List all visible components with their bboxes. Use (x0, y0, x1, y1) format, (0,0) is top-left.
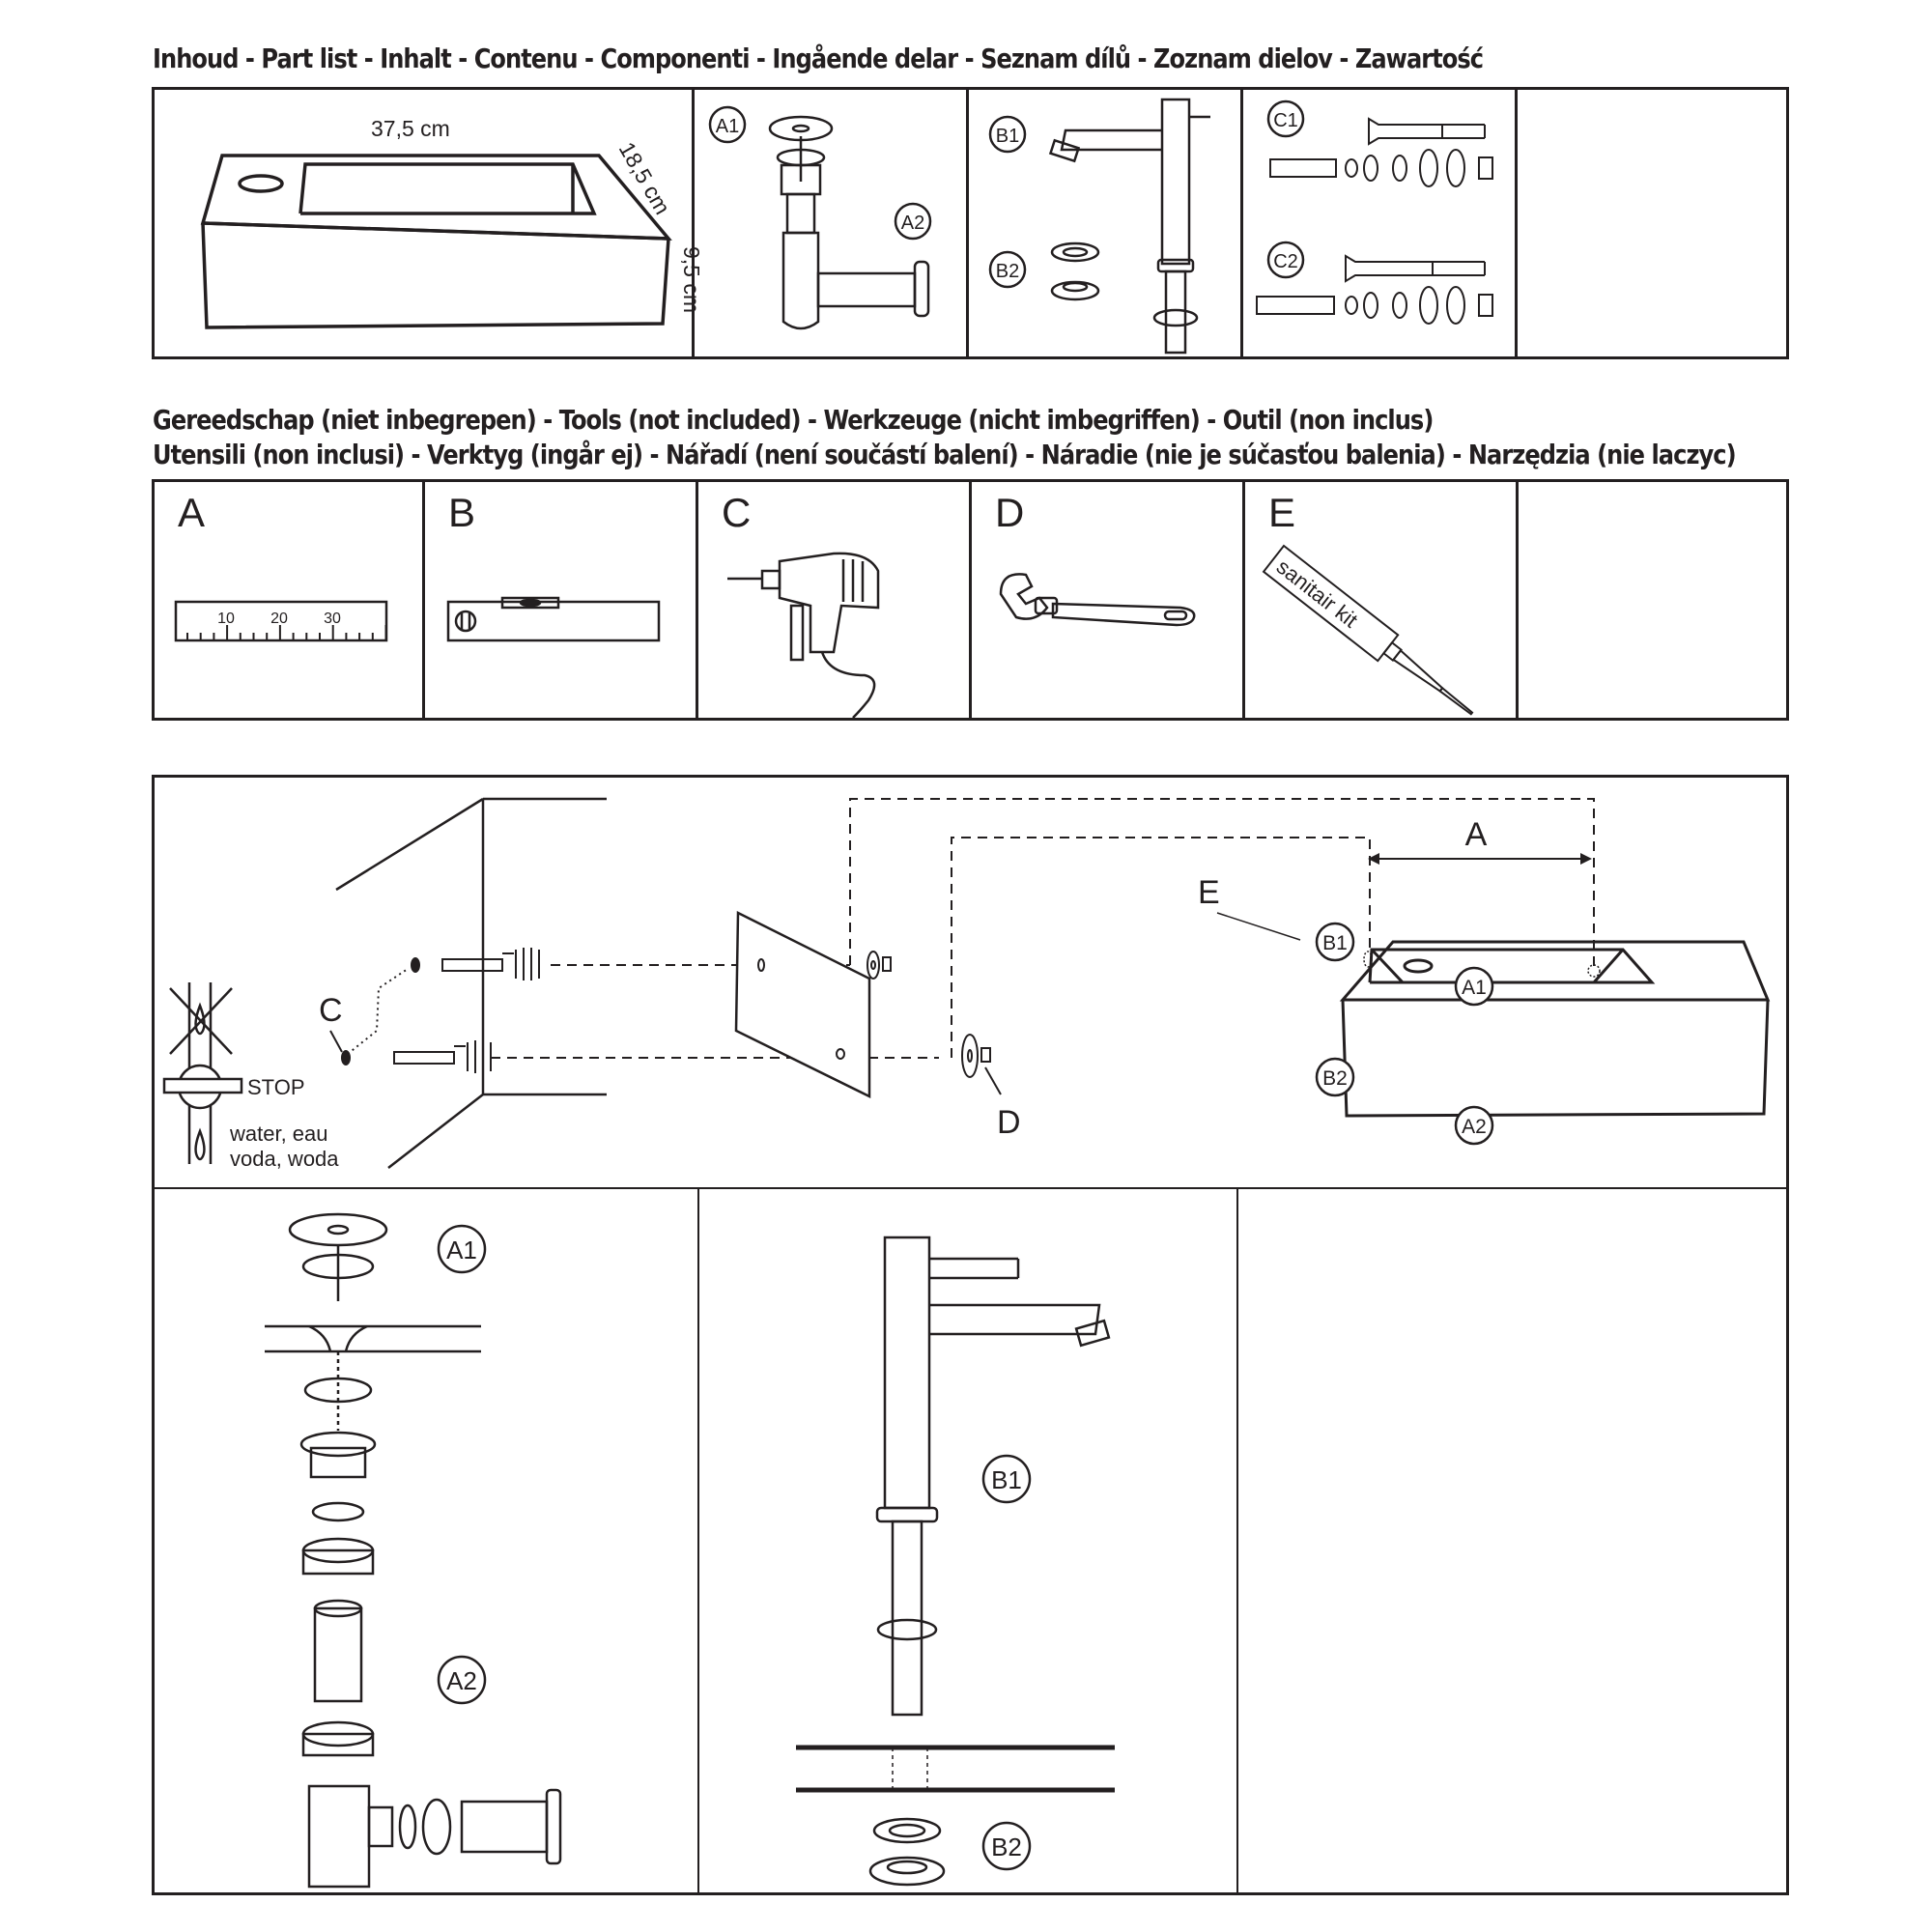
tag-drain-A2: A2 (437, 1655, 487, 1705)
tools-heading-line2: Utensili (non inclusi) - Verktyg (ingår … (153, 439, 1737, 470)
tool-cell-a: A 10 20 30 (155, 482, 425, 718)
tap-assembly-exploded: B1 B2 (796, 1236, 1115, 1887)
sealant-label: sanitair kit (1272, 554, 1362, 633)
basin-icon: 37,5 cm 18,5 cm 9,5 cm (200, 116, 704, 329)
tag-B2: B2 (988, 250, 1027, 289)
tag-tap-B2: B2 (981, 1821, 1032, 1871)
basin-depth-label: 18,5 cm (614, 138, 675, 219)
mounting-panel (734, 910, 871, 1099)
sealant-cartridge-icon: sanitair kit (1262, 544, 1474, 716)
ruler-tick-10: 10 (217, 611, 235, 627)
tools-heading-line1: Gereedschap (niet inbegrepen) - Tools (n… (153, 404, 1434, 436)
water-label-line1: water, eau (229, 1122, 328, 1146)
fixing-set-2 (1256, 254, 1493, 325)
tool-cell-e: E sanitair kit (1245, 482, 1519, 718)
alignment-dashed-lines (491, 798, 1595, 1059)
tape-measure-icon: 10 20 30 (174, 600, 388, 642)
wall-corner (335, 797, 607, 1169)
wall-bolts (393, 948, 540, 1073)
part-cell-drain: A1 A2 (695, 90, 969, 356)
svg-text:B2: B2 (996, 261, 1019, 282)
wall-fixings-icon: C1 C2 (1256, 99, 1493, 325)
svg-text:B2: B2 (1322, 1067, 1348, 1090)
divider-vertical-1 (697, 1187, 699, 1892)
tool-letter-e: E (1268, 490, 1296, 535)
adjustable-wrench-icon (999, 573, 1196, 627)
tap-faucet-icon: B1 B2 (988, 98, 1210, 355)
tool-cell-empty (1519, 482, 1786, 718)
divider-horizontal (155, 1187, 1786, 1189)
tool-cell-d: D (972, 482, 1245, 718)
drain-waste-trap-icon: A1 A2 (708, 105, 932, 330)
svg-text:A2: A2 (1462, 1116, 1487, 1138)
water-label-line2: voda, woda (230, 1147, 339, 1171)
part-cell-basin: 37,5 cm 18,5 cm 9,5 cm (155, 90, 704, 356)
mounted-basin-icon (1339, 940, 1771, 1118)
svg-text:C1: C1 (1273, 110, 1298, 131)
svg-text:C2: C2 (1273, 251, 1298, 272)
tag-A1: A1 (708, 105, 747, 144)
svg-text:A2: A2 (446, 1666, 477, 1695)
tag-C1: C1 (1266, 99, 1305, 138)
wall-mounting-overview: STOP water, eau voda, woda C (162, 797, 1771, 1171)
drill-icon (727, 552, 880, 719)
tag-C2: C2 (1266, 241, 1305, 279)
tool-cell-b: B (425, 482, 698, 718)
tag-basin-A1: A1 (1454, 966, 1494, 1007)
tag-A2: A2 (894, 202, 932, 241)
tools-table: A 10 20 30 B C (152, 479, 1789, 721)
label-c: C (319, 992, 343, 1029)
tag-drain-A1: A1 (437, 1224, 487, 1274)
svg-text:B1: B1 (1322, 932, 1348, 954)
tool-letter-d: D (995, 490, 1025, 535)
divider-vertical-2 (1236, 1187, 1238, 1892)
basin-width-label: 37,5 cm (371, 116, 450, 141)
tag-B1: B1 (988, 115, 1027, 154)
svg-text:A1: A1 (1462, 977, 1487, 999)
svg-text:A1: A1 (446, 1236, 477, 1264)
basin-height-label: 9,5 cm (679, 246, 704, 313)
label-e: E (1198, 874, 1220, 911)
svg-text:A1: A1 (716, 116, 739, 137)
tool-letter-c: C (722, 490, 752, 535)
installation-diagram-box: STOP water, eau voda, woda C (152, 775, 1789, 1895)
stop-label: STOP (247, 1075, 305, 1099)
tag-basin-A2: A2 (1454, 1105, 1494, 1146)
svg-text:B2: B2 (991, 1833, 1022, 1861)
label-a-dimension: A (1465, 816, 1488, 853)
parts-list-heading: Inhoud - Part list - Inhalt - Contenu - … (153, 43, 1484, 74)
part-cell-fixings: C1 C2 (1243, 90, 1518, 356)
svg-text:B1: B1 (996, 126, 1019, 147)
part-cell-tap: B1 B2 (969, 90, 1243, 356)
tag-basin-B1: B1 (1315, 922, 1355, 962)
ruler-tick-20: 20 (270, 611, 288, 627)
tool-letter-b: B (448, 490, 476, 535)
water-stop-valve-icon (162, 982, 243, 1164)
spirit-level-icon (446, 596, 661, 642)
tag-basin-B2: B2 (1315, 1057, 1355, 1097)
part-cell-empty (1518, 90, 1786, 356)
parts-list-table: 37,5 cm 18,5 cm 9,5 cm A1 (152, 87, 1789, 359)
label-d: D (997, 1104, 1021, 1141)
svg-text:A2: A2 (901, 213, 924, 234)
tool-cell-c: C (698, 482, 972, 719)
drain-assembly-exploded: A1 A2 (265, 1212, 562, 1889)
tool-letter-a: A (178, 490, 206, 535)
svg-text:B1: B1 (991, 1465, 1022, 1494)
ruler-tick-30: 30 (324, 611, 341, 627)
fixing-set-1 (1269, 117, 1493, 187)
tag-tap-B1: B1 (981, 1454, 1032, 1504)
